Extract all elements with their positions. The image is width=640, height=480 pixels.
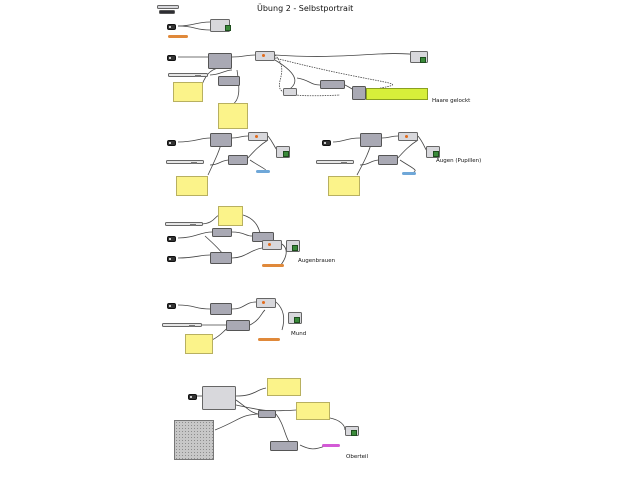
curve-component[interactable] bbox=[212, 228, 232, 237]
toggle-icon[interactable] bbox=[167, 24, 176, 30]
panel-icon[interactable] bbox=[173, 82, 203, 102]
gradient-component[interactable] bbox=[270, 441, 298, 451]
circle-component[interactable] bbox=[248, 132, 268, 141]
curve-component[interactable] bbox=[210, 303, 232, 315]
scale-component[interactable] bbox=[228, 155, 248, 165]
scale-component[interactable] bbox=[226, 320, 250, 331]
panel-icon[interactable] bbox=[267, 378, 301, 396]
panel-icon[interactable] bbox=[218, 206, 243, 226]
curve-component[interactable] bbox=[210, 133, 232, 147]
preview-icon bbox=[433, 151, 439, 157]
group-label-mund: Mund bbox=[291, 331, 307, 337]
toggle-icon[interactable] bbox=[167, 256, 176, 262]
orange-chip-icon bbox=[262, 54, 265, 57]
orange-chip-icon bbox=[268, 243, 271, 246]
toggle-icon[interactable] bbox=[167, 140, 176, 146]
circle-component[interactable] bbox=[256, 298, 276, 308]
number-slider[interactable] bbox=[168, 73, 208, 77]
preview-icon bbox=[225, 25, 231, 31]
image-sampler-component[interactable] bbox=[202, 386, 236, 410]
group-label-augen: Augen (Pupillen) bbox=[436, 158, 482, 164]
orange-chip-icon bbox=[255, 135, 258, 138]
toggle-icon[interactable] bbox=[322, 140, 331, 146]
panel-icon[interactable] bbox=[176, 176, 208, 196]
panel-icon[interactable] bbox=[328, 176, 360, 196]
curve-component[interactable] bbox=[208, 53, 232, 69]
range-component[interactable] bbox=[258, 410, 276, 418]
number-slider[interactable] bbox=[166, 160, 204, 164]
output-capsule-orange[interactable] bbox=[262, 264, 284, 267]
number-slider[interactable] bbox=[162, 323, 202, 327]
panel-icon[interactable] bbox=[185, 334, 213, 354]
preview-icon bbox=[420, 57, 426, 63]
values-panel[interactable] bbox=[296, 402, 330, 420]
group-label-augenbrauen: Augenbrauen bbox=[298, 258, 336, 264]
circle-component[interactable] bbox=[398, 132, 418, 141]
toggle-icon[interactable] bbox=[167, 303, 176, 309]
scale-component[interactable] bbox=[378, 155, 398, 165]
circle-component[interactable] bbox=[255, 51, 275, 61]
preview-icon bbox=[294, 317, 300, 323]
curve-component[interactable] bbox=[360, 133, 382, 147]
divide-component[interactable] bbox=[218, 76, 240, 86]
output-capsule-blue[interactable] bbox=[402, 172, 416, 175]
group-label-oberteil: Oberteil bbox=[346, 454, 369, 460]
orange-chip-icon bbox=[405, 135, 408, 138]
toggle-icon[interactable] bbox=[167, 236, 176, 242]
output-capsule-orange[interactable] bbox=[168, 35, 188, 38]
number-slider[interactable] bbox=[165, 222, 203, 226]
number-slider[interactable] bbox=[316, 160, 354, 164]
output-capsule-blue[interactable] bbox=[256, 170, 270, 173]
random-component[interactable] bbox=[283, 88, 297, 96]
top-header-component[interactable] bbox=[157, 5, 179, 9]
preview-icon bbox=[351, 430, 357, 436]
toggle-icon[interactable] bbox=[167, 55, 176, 61]
group-label-haare: Haare gelockt bbox=[432, 98, 471, 104]
preview-icon bbox=[283, 151, 289, 157]
gradient-component[interactable] bbox=[352, 86, 366, 100]
toggle-icon[interactable] bbox=[188, 394, 197, 400]
output-capsule-magenta[interactable] bbox=[322, 444, 340, 447]
orange-chip-icon bbox=[262, 301, 265, 304]
range-component[interactable] bbox=[320, 80, 345, 89]
list-panel[interactable] bbox=[218, 103, 248, 129]
output-capsule-orange[interactable] bbox=[258, 338, 280, 341]
lime-gradient-panel[interactable] bbox=[366, 88, 428, 100]
page-title: Übung 2 - Selbstportrait bbox=[257, 4, 354, 13]
preview-icon bbox=[292, 245, 298, 251]
top-dark-component[interactable] bbox=[159, 10, 175, 14]
circle-component[interactable] bbox=[262, 240, 282, 250]
image-sampler-icon[interactable] bbox=[174, 420, 214, 460]
mirror-component[interactable] bbox=[210, 252, 232, 264]
